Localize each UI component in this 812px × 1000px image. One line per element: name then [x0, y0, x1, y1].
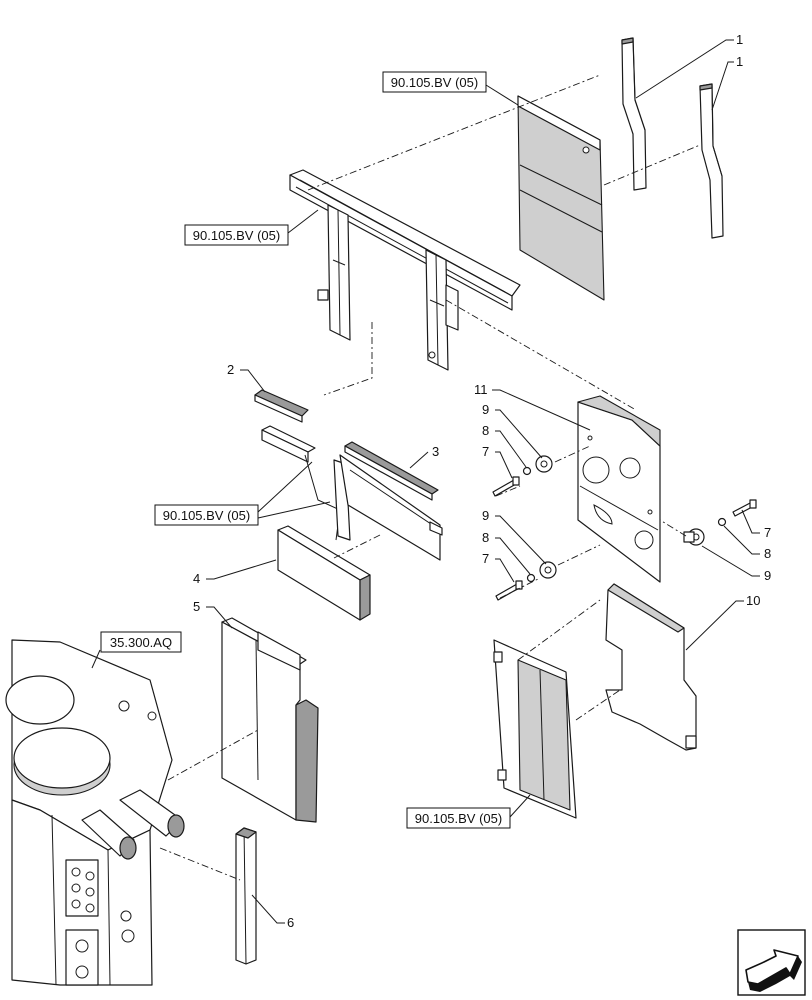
callout-9c: 9 — [764, 568, 771, 583]
svg-text:90.105.BV (05): 90.105.BV (05) — [193, 228, 280, 243]
callout-7c: 7 — [764, 525, 771, 540]
callout-8a: 8 — [482, 423, 489, 438]
callout-9b: 9 — [482, 508, 489, 523]
reference-bottom[interactable]: 90.105.BV (05) — [406, 807, 511, 829]
part-4-pad — [277, 525, 371, 621]
callout-5: 5 — [193, 599, 200, 614]
part-5-foam — [221, 617, 319, 823]
callout-1b: 1 — [736, 54, 743, 69]
callout-9a: 9 — [482, 402, 489, 417]
svg-text:35.300.AQ: 35.300.AQ — [110, 635, 172, 650]
reference-bracket[interactable]: 90.105.BV (05) — [154, 504, 259, 526]
svg-text:90.105.BV (05): 90.105.BV (05) — [415, 811, 502, 826]
svg-text:90.105.BV (05): 90.105.BV (05) — [391, 75, 478, 90]
reference-base[interactable]: 35.300.AQ — [100, 631, 182, 653]
fastener-set-upper — [492, 455, 553, 497]
fastener-set-right — [683, 499, 757, 546]
part-11-plate — [577, 395, 661, 583]
callout-11: 11 — [474, 382, 488, 397]
alignment-lines — [159, 74, 701, 881]
bracket-assembly — [261, 425, 443, 561]
callout-2: 2 — [227, 362, 234, 377]
svg-text:90.105.BV (05): 90.105.BV (05) — [163, 508, 250, 523]
callout-6: 6 — [287, 915, 294, 930]
callout-numbers: 1 1 2 3 4 5 6 7 8 9 11 9 8 7 7 8 9 10 — [193, 32, 771, 930]
fastener-set-lower — [495, 561, 557, 601]
callout-leaders — [91, 39, 760, 924]
callout-7b: 7 — [482, 551, 489, 566]
callout-3: 3 — [432, 444, 439, 459]
part-6-strip — [235, 827, 257, 965]
callout-8c: 8 — [764, 546, 771, 561]
reference-top[interactable]: 90.105.BV (05) — [382, 71, 487, 93]
callout-8b: 8 — [482, 530, 489, 545]
callout-7a: 7 — [482, 444, 489, 459]
part-10-shield — [605, 583, 697, 751]
callout-10: 10 — [746, 593, 760, 608]
base-assembly — [5, 639, 185, 986]
callout-1a: 1 — [736, 32, 743, 47]
part-2-block — [254, 389, 309, 423]
top-seal-sheet — [517, 95, 605, 301]
part-1-strip-left — [621, 37, 647, 191]
part-3-strip — [344, 441, 439, 501]
bottom-seal-plate — [493, 639, 577, 819]
callout-4: 4 — [193, 571, 200, 586]
part-1-strip-right — [699, 83, 724, 239]
main-frame — [289, 169, 521, 371]
reference-frame[interactable]: 90.105.BV (05) — [184, 224, 289, 246]
arrow-icon[interactable] — [737, 929, 806, 996]
